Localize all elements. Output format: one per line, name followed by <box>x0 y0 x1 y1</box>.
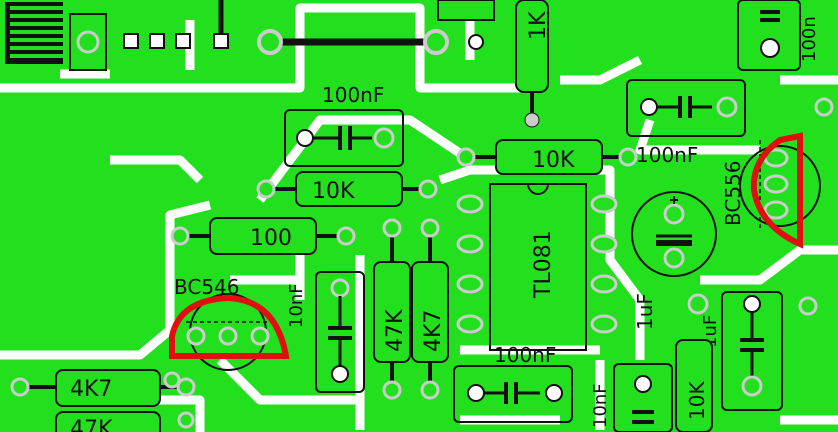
capacitor-100nf-right <box>626 79 746 137</box>
label-c-top-100nf: 100nF <box>322 83 384 107</box>
capacitor-100nf-top: 100nF <box>284 83 404 167</box>
pad <box>177 411 195 429</box>
label-c-top-right: 100n <box>799 16 820 62</box>
jumper-pad <box>257 29 283 55</box>
label-r-10k-center: 10K <box>532 148 575 173</box>
capacitor-100n-top-right: 100n <box>737 0 820 71</box>
capacitor-100nf-bottom: 100nF <box>453 343 573 423</box>
label-r-4k7: 4K7 <box>421 310 446 352</box>
label-r-10k-left: 10K <box>312 179 355 204</box>
label-r-10k-bottom: 10K <box>685 381 709 420</box>
resistor-10k-bottom: 10K <box>675 339 713 432</box>
label-r-47k-bottom: 47K <box>70 417 113 432</box>
label-r-100: 100 <box>250 226 292 251</box>
label-r-47k: 47K <box>383 309 408 352</box>
resistor-47k: 47K <box>373 218 411 400</box>
resistor-10k-center: 10K <box>456 139 638 175</box>
transistor-bc546: BC546 <box>169 275 290 371</box>
transistor-bc556: BC556 <box>721 132 821 249</box>
pad <box>468 34 484 50</box>
pad <box>163 371 181 389</box>
resistor-4k7: 4K7 <box>411 218 449 400</box>
connector-comb <box>5 2 64 64</box>
resistor-47k-bottom: 47K <box>55 411 161 432</box>
ic-tl081: TL081 <box>456 183 618 351</box>
isolation-gaps <box>0 3 838 432</box>
label-c-10nf-bottom: 10nF <box>590 383 611 428</box>
label-r-4k7-bottom: 4K7 <box>70 377 112 402</box>
jumper-pad <box>423 29 449 55</box>
label-c-100nf-mid: 100nF <box>636 143 698 167</box>
pad <box>798 296 818 316</box>
label-ic-tl081: TL081 <box>531 230 556 299</box>
label-c-10nf-left: 10nF <box>286 283 307 328</box>
label-c-1uf: 1uF <box>633 293 657 330</box>
capacitor-10nf-bottom: 10nF <box>590 363 673 432</box>
label-c-100nf-bottom: 100nF <box>494 343 556 367</box>
capacitor-1uf-electrolytic <box>631 191 717 277</box>
capacitor-10nf-left: 10nF <box>286 271 365 393</box>
resistor-1k: 1K <box>515 0 551 128</box>
resistor-100: 100 <box>170 217 356 255</box>
resistor-4k7-bottom: 4K7 <box>10 369 196 407</box>
capacitor-right-vertical <box>721 291 783 411</box>
pad <box>814 97 834 117</box>
pad <box>687 293 709 315</box>
component-outline <box>437 0 495 21</box>
pin-header <box>69 0 229 71</box>
resistor-10k-left: 10K <box>256 171 438 207</box>
label-r-top-1k: 1K <box>526 11 551 40</box>
